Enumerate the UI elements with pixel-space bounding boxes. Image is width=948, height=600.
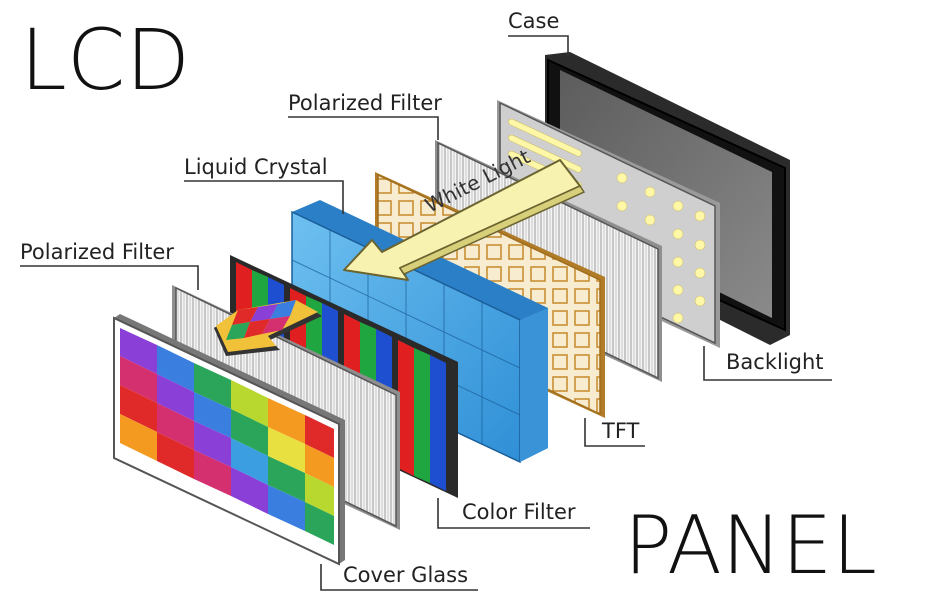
label-polarized-filter-back: Polarized Filter [288,91,442,115]
label-cover-glass: Cover Glass [343,563,469,587]
tft-leader-line [584,418,645,447]
label-liquid-crystal: Liquid Crystal [184,155,328,179]
label-tft: TFT [602,419,640,443]
leader-lines [20,35,832,591]
cover-glass-leader-line [320,564,478,591]
label-backlight: Backlight [726,350,824,374]
label-color-filter: Color Filter [462,500,576,524]
color-filter-leader-line [437,498,590,529]
polarized-filter-back-leader-line [288,116,439,140]
white-light-arrow [343,159,586,281]
backlight-leader-line [703,346,832,381]
polarized-filter-front-leader-line [20,265,199,290]
liquid-crystal-leader-line [184,180,344,214]
cover-glass-layer [113,314,345,566]
title-panel: PANEL [624,499,877,592]
case-leader-line [508,35,569,56]
title-lcd: LCD [20,11,191,109]
label-polarized-filter-front: Polarized Filter [20,240,174,264]
label-case: Case [508,9,560,33]
colored-light-arrow [214,300,322,356]
